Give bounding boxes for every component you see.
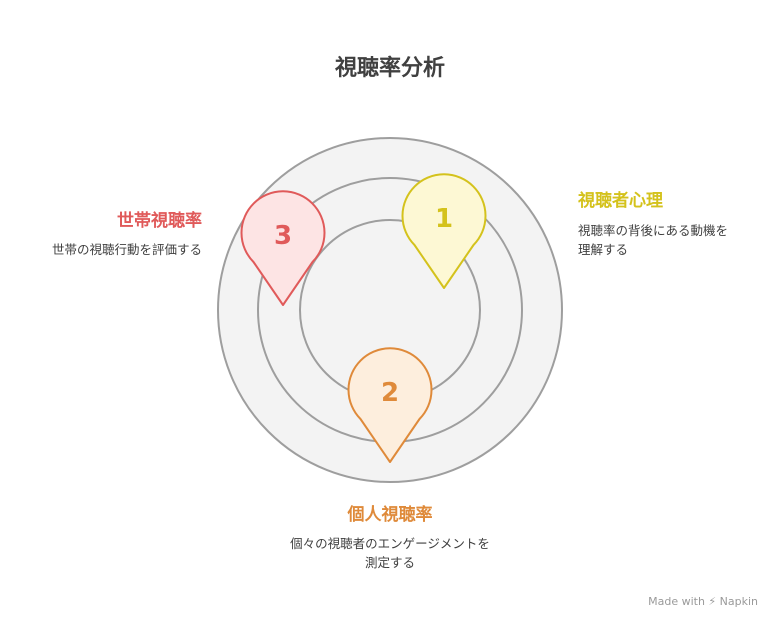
pin-1: 1 [401,173,487,289]
heading-individual-rating: 個人視聴率 [347,505,433,525]
pin-1-number: 1 [435,204,453,234]
pin-2-number: 2 [381,378,399,408]
diagram-title: 視聴率分析 [334,56,445,81]
description-household-rating: 世帯の視聴行動を評価する [51,242,202,257]
heading-viewer-psychology: 視聴者心理 [578,191,663,211]
napkin-watermark: Made with ⚡ Napkin [648,595,758,608]
description-viewer-psychology: 視聴率の背後にある動機を理解する [578,223,729,257]
pin-3-number: 3 [274,221,292,251]
pin-3: 3 [240,190,326,306]
pin-2: 2 [347,347,433,463]
heading-household-rating: 世帯視聴率 [117,211,202,231]
description-individual-rating: 個々の視聴者のエンゲージメントを測定する [290,536,490,570]
